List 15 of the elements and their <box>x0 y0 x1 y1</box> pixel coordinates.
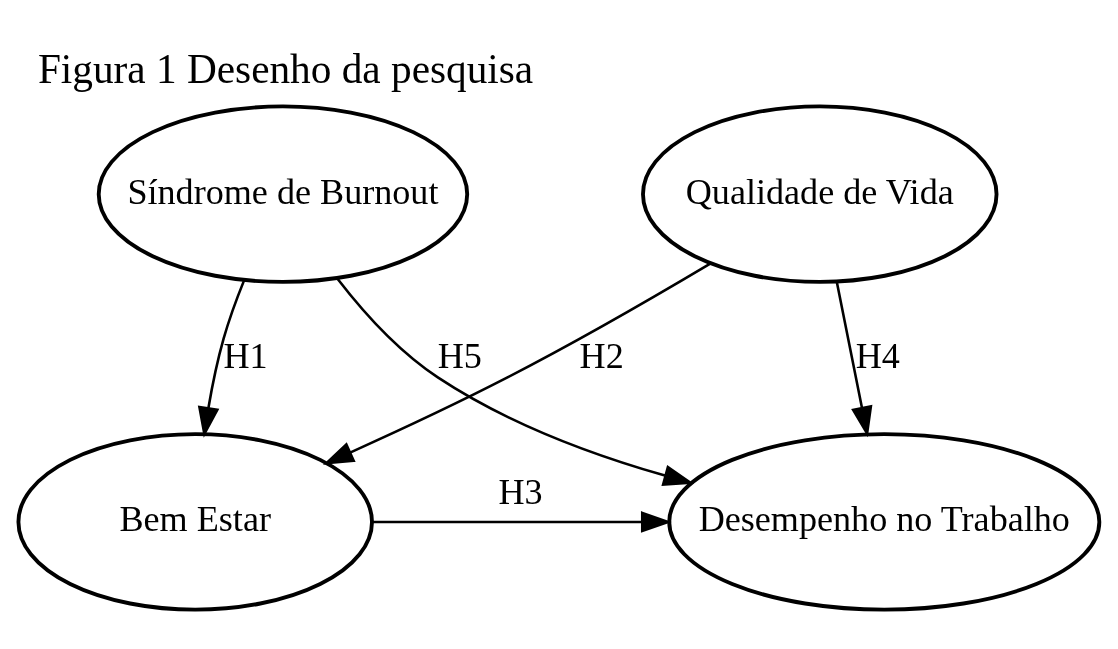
arrow <box>835 282 873 438</box>
arrow <box>372 511 672 533</box>
node-ellipse: Síndrome de Burnout <box>96 104 470 284</box>
edge-label: H2 <box>579 335 624 376</box>
arrow <box>336 277 695 486</box>
edge-label: H3 <box>498 472 543 513</box>
edge-label: H1 <box>223 335 268 376</box>
diagram-title: Figura 1 Desenho da pesquisa <box>37 45 534 92</box>
edge-label: H4 <box>855 335 900 376</box>
node-ellipse: Qualidade de Vida <box>641 104 999 284</box>
arrow <box>322 262 712 465</box>
node-ellipse: Desempenho no Trabalho <box>667 432 1102 612</box>
edge-label: H5 <box>437 335 482 376</box>
node-ellipse: Bem Estar <box>16 432 374 612</box>
arrow <box>197 279 246 438</box>
